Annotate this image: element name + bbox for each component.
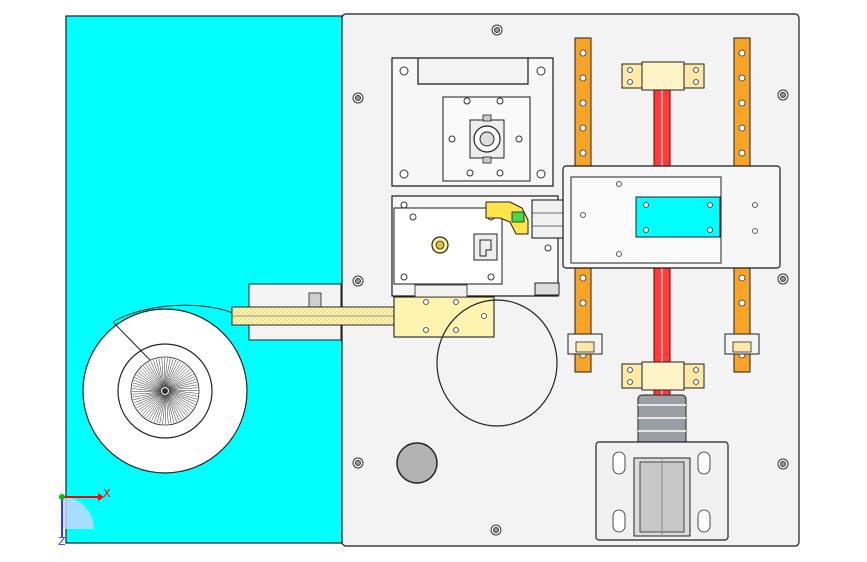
- gripper-foot: [534, 282, 560, 296]
- tape-reel: [82, 304, 248, 474]
- lower-bearing-block: [621, 361, 705, 391]
- gripper-jaw: [485, 201, 529, 235]
- rail-end-stops: [567, 333, 760, 355]
- cyan-side-panel: [65, 15, 343, 544]
- shaft-coupling: [637, 394, 687, 446]
- x-axis-label: X: [103, 487, 111, 500]
- sensor-bracket: [473, 233, 498, 261]
- motor-shaft-hub: [469, 114, 505, 164]
- carriage-slider-cyan: [635, 196, 721, 238]
- z-axis-label: Z: [58, 535, 66, 548]
- stepper-motor-mount: [595, 441, 729, 541]
- axis-triad: [59, 493, 104, 537]
- cable-loop: [436, 299, 558, 427]
- bracket-holes: [399, 66, 546, 179]
- access-port: [396, 442, 438, 484]
- upper-bearing-block: [621, 61, 705, 91]
- plate-mounting-holes: [352, 24, 789, 536]
- jaw-sensor: [511, 211, 525, 223]
